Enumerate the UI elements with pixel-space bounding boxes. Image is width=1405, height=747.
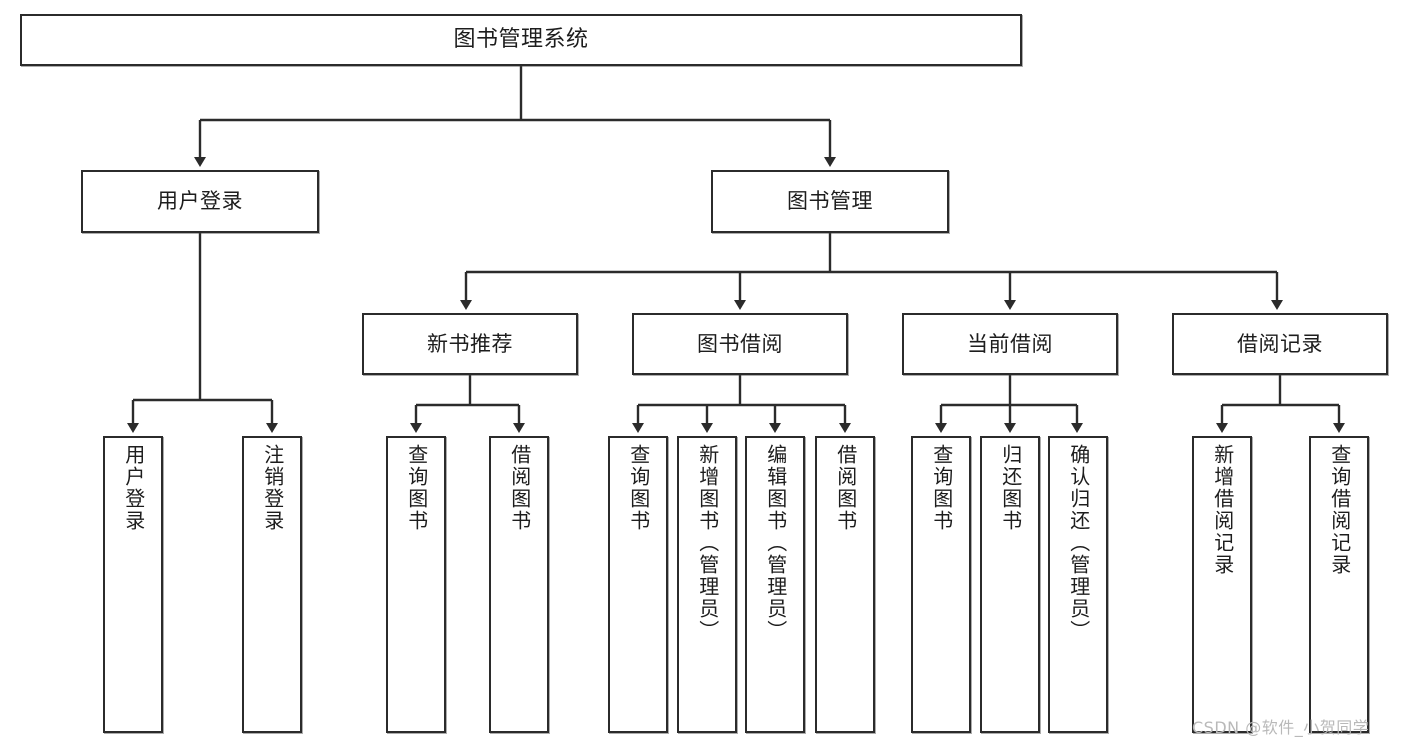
node-borrow-records[interactable]: 借阅记录	[1172, 313, 1388, 375]
node-root-system[interactable]: 图书管理系统	[20, 14, 1022, 66]
leaf-return-book[interactable]: 归还图书	[980, 436, 1040, 733]
csdn-watermark: CSDN @软件_小贺同学	[1192, 718, 1370, 737]
leaf-edit-book-admin[interactable]: 编辑图书（管理员）	[745, 436, 805, 733]
node-label: 用户登录	[121, 444, 146, 532]
leaf-borrow-book-recommend[interactable]: 借阅图书	[489, 436, 549, 733]
node-current-borrow[interactable]: 当前借阅	[902, 313, 1118, 375]
node-new-book-recommend[interactable]: 新书推荐	[362, 313, 578, 375]
leaf-borrow-book[interactable]: 借阅图书	[815, 436, 875, 733]
leaf-logout[interactable]: 注销登录	[242, 436, 302, 733]
leaf-query-borrow-record[interactable]: 查询借阅记录	[1309, 436, 1369, 733]
node-label: 注销登录	[260, 444, 285, 532]
node-label: 确认归还（管理员）	[1066, 444, 1091, 642]
node-label: 图书借阅	[697, 331, 783, 356]
leaf-user-login[interactable]: 用户登录	[103, 436, 163, 733]
node-label: 图书管理	[787, 189, 873, 214]
node-label: 查询图书	[404, 444, 429, 532]
node-label: 借阅图书	[833, 444, 858, 532]
node-book-management[interactable]: 图书管理	[711, 170, 949, 233]
node-label: 用户登录	[157, 189, 243, 214]
leaf-query-book-recommend[interactable]: 查询图书	[386, 436, 446, 733]
node-book-borrow[interactable]: 图书借阅	[632, 313, 848, 375]
node-label: 归还图书	[998, 444, 1023, 532]
node-label: 新增图书（管理员）	[695, 444, 720, 642]
node-label: 借阅记录	[1237, 331, 1323, 356]
node-label: 查询借阅记录	[1327, 444, 1352, 576]
leaf-confirm-return-admin[interactable]: 确认归还（管理员）	[1048, 436, 1108, 733]
node-user-login[interactable]: 用户登录	[81, 170, 319, 233]
leaf-add-borrow-record[interactable]: 新增借阅记录	[1192, 436, 1252, 733]
leaf-query-book-borrow[interactable]: 查询图书	[608, 436, 668, 733]
node-label: 新书推荐	[427, 331, 513, 356]
node-label: 新增借阅记录	[1210, 444, 1235, 576]
leaf-add-book-admin[interactable]: 新增图书（管理员）	[677, 436, 737, 733]
leaf-query-book-current[interactable]: 查询图书	[911, 436, 971, 733]
node-label: 图书管理系统	[453, 27, 589, 53]
node-label: 借阅图书	[507, 444, 532, 532]
node-label: 编辑图书（管理员）	[763, 444, 788, 642]
node-label: 查询图书	[929, 444, 954, 532]
node-label: 当前借阅	[967, 331, 1053, 356]
node-label: 查询图书	[626, 444, 651, 532]
